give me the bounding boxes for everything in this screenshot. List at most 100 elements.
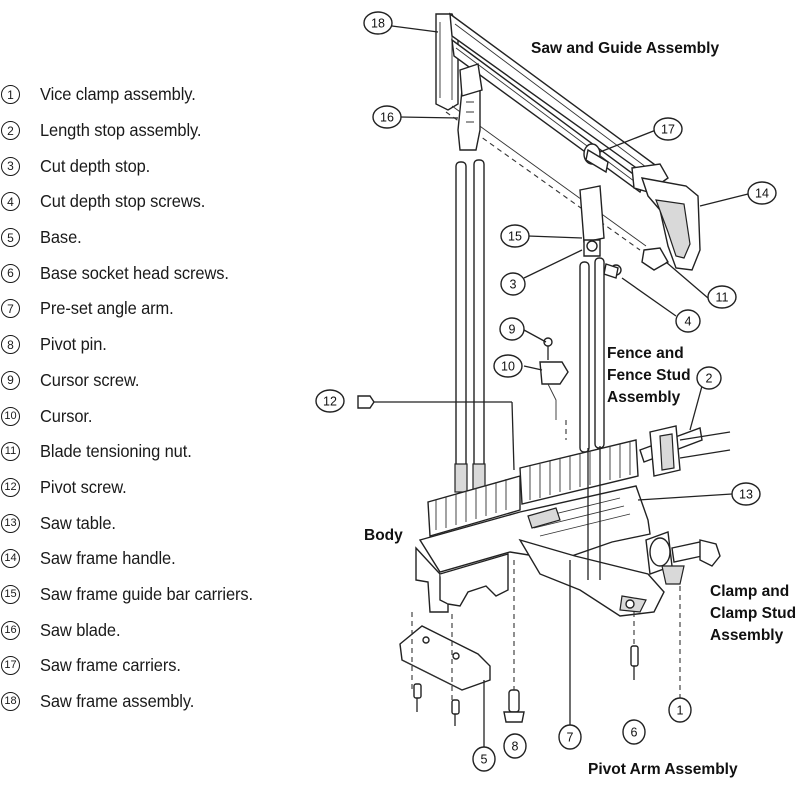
svg-text:15: 15 <box>508 230 522 244</box>
pivot-arm-label: Pivot Arm Assembly <box>588 761 738 778</box>
clamp-label-line2: Clamp Stud <box>710 605 796 622</box>
svg-text:3: 3 <box>510 278 517 292</box>
svg-text:14: 14 <box>755 187 769 201</box>
callout-1: 1 <box>668 697 692 723</box>
legend-number: 2 <box>1 121 20 141</box>
callout-3: 3 <box>500 272 526 296</box>
guide-bar-carriers <box>579 185 605 257</box>
callout-7: 7 <box>558 724 582 750</box>
legend-number: 11 <box>1 442 20 462</box>
legend-item: 17 Saw frame carriers. <box>0 648 300 684</box>
legend-label: Cursor. <box>40 405 93 426</box>
legend-number: 6 <box>1 263 20 283</box>
fence-label-line1: Fence and <box>607 345 684 362</box>
legend-number: 8 <box>1 335 20 355</box>
legend-label: Blade tensioning nut. <box>40 441 192 462</box>
svg-text:1: 1 <box>677 704 684 718</box>
legend-label: Base. <box>40 227 82 248</box>
callout-4: 4 <box>675 309 701 333</box>
legend-item: 4 Cut depth stop screws. <box>0 184 300 220</box>
clamp-label-line1: Clamp and <box>710 583 789 600</box>
cursor-parts <box>539 337 569 420</box>
legend-item: 12 Pivot screw. <box>0 470 300 506</box>
base <box>399 625 491 691</box>
callout-15: 15 <box>500 224 530 248</box>
callout-10: 10 <box>493 354 523 378</box>
legend-number: 17 <box>1 656 20 676</box>
legend-label: Pivot screw. <box>40 476 127 497</box>
legend-number: 16 <box>1 620 20 640</box>
saw-frame-carriers <box>583 143 609 174</box>
body-label: Body <box>364 527 403 544</box>
guide-rods-left <box>454 159 486 493</box>
svg-text:9: 9 <box>509 323 516 337</box>
callout-bubbles: 18 16 17 14 15 3 11 4 9 10 2 12 13 1 6 7… <box>315 11 777 772</box>
saw-guide-assembly-label: Saw and Guide Assembly <box>531 40 719 57</box>
fence-label-line2: Fence Stud <box>607 367 691 384</box>
legend-number: 13 <box>1 513 20 533</box>
legend-label: Saw frame handle. <box>40 548 176 569</box>
saw-blade-holder <box>457 63 483 151</box>
callout-5: 5 <box>472 746 496 772</box>
legend-number: 4 <box>1 192 20 212</box>
svg-text:10: 10 <box>501 360 515 374</box>
svg-text:5: 5 <box>481 753 488 767</box>
legend-item: 14 Saw frame handle. <box>0 541 300 577</box>
legend-number: 18 <box>1 692 20 712</box>
legend-number: 14 <box>1 549 20 569</box>
callout-16: 16 <box>372 105 402 129</box>
callout-13: 13 <box>731 482 761 506</box>
saw-frame-handle <box>640 177 701 271</box>
parts-legend: 1 Vice clamp assembly. 2 Length stop assem… <box>0 77 300 719</box>
legend-item: 18 Saw frame assembly. <box>0 684 300 720</box>
legend-label: Saw frame assembly. <box>40 691 195 712</box>
fence-label-line3: Assembly <box>607 389 681 406</box>
legend-label: Saw table. <box>40 512 116 533</box>
legend-number: 1 <box>1 85 20 105</box>
legend-label: Saw frame carriers. <box>40 655 181 676</box>
section-labels: Saw and Guide Assembly Fence and Fence S… <box>364 40 796 778</box>
svg-text:4: 4 <box>685 315 692 329</box>
assembly-guide-lines <box>411 420 681 700</box>
legend-label: Cut depth stop screws. <box>40 191 206 212</box>
callout-6: 6 <box>622 719 646 745</box>
legend-label: Pre-set angle arm. <box>40 298 174 319</box>
pivot-pin <box>503 689 525 723</box>
callout-2: 2 <box>696 366 722 390</box>
callout-12: 12 <box>315 389 345 413</box>
pivot-screw <box>357 395 515 471</box>
svg-text:6: 6 <box>631 726 638 740</box>
legend-label: Pivot pin. <box>40 334 107 355</box>
callout-8: 8 <box>503 733 527 759</box>
blade-tension-nut <box>603 247 669 279</box>
legend-number: 5 <box>1 228 20 248</box>
svg-text:7: 7 <box>567 731 574 745</box>
callout-17: 17 <box>653 117 683 141</box>
legend-item: 1 Vice clamp assembly. <box>0 77 300 113</box>
legend-label: Vice clamp assembly. <box>40 84 196 105</box>
callout-9: 9 <box>499 317 525 341</box>
legend-number: 10 <box>1 406 20 426</box>
legend-item: 2 Length stop assembly. <box>0 113 300 149</box>
vice-clamp-assembly <box>645 531 721 585</box>
legend-label: Base socket head screws. <box>40 262 229 283</box>
legend-item: 5 Base. <box>0 220 300 256</box>
socket-head-screws <box>413 645 639 726</box>
legend-number: 7 <box>1 299 20 319</box>
saw-table-body <box>415 439 665 617</box>
svg-text:13: 13 <box>739 488 753 502</box>
clamp-label-line3: Assembly <box>710 627 784 644</box>
callout-14: 14 <box>747 181 777 205</box>
legend-number: 9 <box>1 370 20 390</box>
legend-label: Length stop assembly. <box>40 120 202 141</box>
legend-number: 15 <box>1 584 20 604</box>
legend-item: 10 Cursor. <box>0 398 300 434</box>
svg-text:8: 8 <box>512 740 519 754</box>
svg-text:2: 2 <box>706 372 713 386</box>
legend-number: 12 <box>1 477 20 497</box>
